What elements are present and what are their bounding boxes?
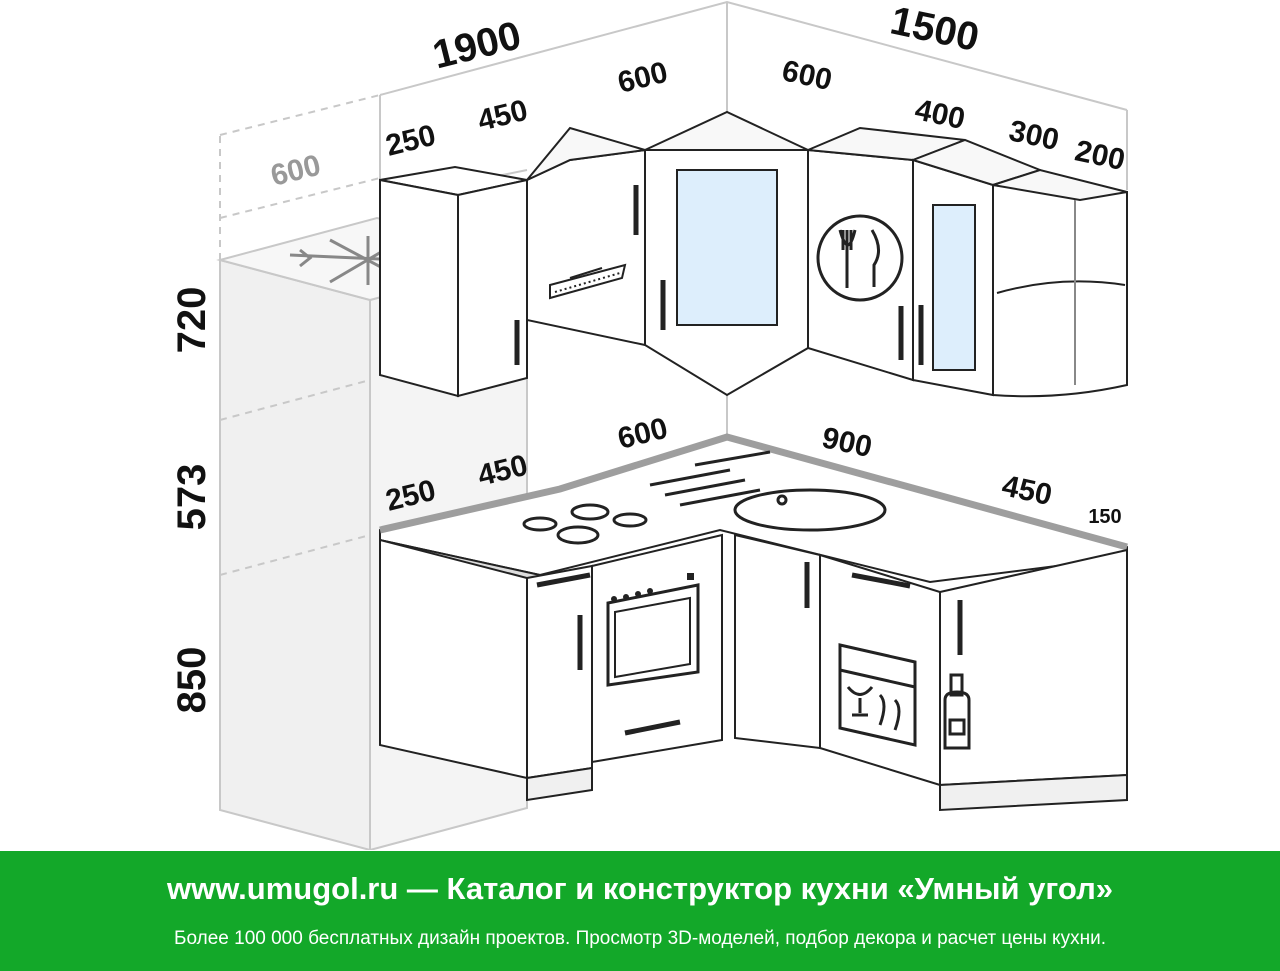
footer-subtitle: Более 100 000 бесплатных дизайн проектов… xyxy=(174,928,1106,949)
dim-upper-right-0: 600 xyxy=(779,54,835,97)
dim-upper-left-2: 600 xyxy=(614,56,671,100)
dim-counter-left-2: 600 xyxy=(614,412,671,456)
dishwasher-icon xyxy=(838,643,917,747)
sink-icon xyxy=(649,450,887,532)
dim-counter-right-2: 150 xyxy=(1088,506,1121,528)
dim-top-right: 1500 xyxy=(887,0,983,60)
dim-height-lower: 850 xyxy=(170,647,214,714)
bottle-icon xyxy=(943,673,971,750)
footer-banner: www.umugol.ru — Каталог и конструктор ку… xyxy=(0,851,1280,971)
oven-icon xyxy=(591,533,723,764)
dim-height-mid: 573 xyxy=(170,464,214,531)
dim-counter-right-1: 450 xyxy=(999,469,1055,512)
dim-fridge-depth: 600 xyxy=(267,149,324,193)
dim-top-left: 1900 xyxy=(428,13,525,77)
kitchen-drawing: 1900 1500 250 450 600 600 400 300 200 60… xyxy=(170,0,1128,850)
dim-upper-left-0: 250 xyxy=(382,119,439,163)
cooktop-icon xyxy=(522,503,648,545)
fork-knife-icon xyxy=(816,214,904,302)
lower-cabinets xyxy=(379,533,1128,812)
dim-height-upper: 720 xyxy=(170,287,214,354)
dim-upper-right-3: 200 xyxy=(1072,134,1128,177)
range-hood-icon xyxy=(549,263,627,300)
dim-upper-right-1: 400 xyxy=(912,93,968,136)
dim-upper-left-1: 450 xyxy=(474,94,531,138)
footer-title[interactable]: www.umugol.ru — Каталог и конструктор ку… xyxy=(166,871,1114,906)
upper-cabinets xyxy=(379,110,1128,398)
dim-counter-right-0: 900 xyxy=(819,421,875,464)
dim-upper-right-2: 300 xyxy=(1006,114,1062,157)
